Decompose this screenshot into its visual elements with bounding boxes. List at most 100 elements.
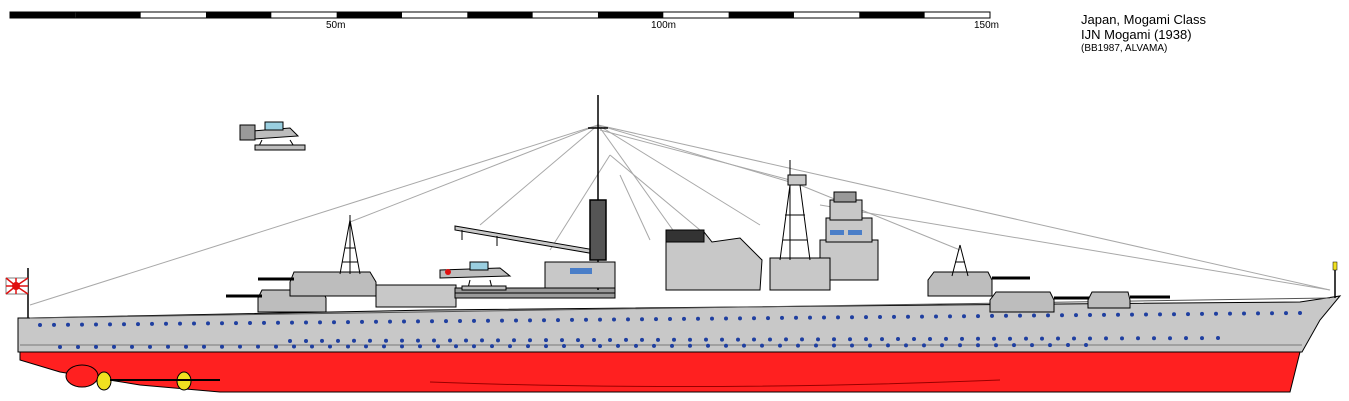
porthole — [464, 338, 468, 343]
porthole — [1072, 336, 1076, 341]
seaplane-icon — [439, 261, 512, 291]
porthole — [706, 343, 710, 348]
porthole — [616, 343, 620, 348]
porthole — [1298, 311, 1302, 315]
porthole — [220, 321, 224, 326]
porthole — [1256, 311, 1260, 316]
porthole — [108, 322, 112, 327]
porthole — [592, 338, 596, 343]
porthole — [310, 344, 314, 349]
portholes-upper-row — [38, 311, 1302, 327]
porthole — [400, 344, 404, 349]
porthole — [724, 343, 728, 348]
porthole — [528, 338, 532, 343]
porthole — [318, 320, 322, 325]
porthole — [496, 338, 500, 343]
porthole — [52, 322, 56, 327]
porthole — [1066, 343, 1070, 348]
porthole — [848, 337, 852, 342]
porthole — [928, 336, 932, 341]
scale-segment — [859, 12, 925, 18]
porthole — [944, 336, 948, 341]
ship-credit: (BB1987, ALVAMA) — [1081, 43, 1168, 54]
porthole — [432, 338, 436, 343]
porthole — [598, 343, 602, 348]
porthole — [922, 343, 926, 348]
porthole — [544, 338, 548, 343]
porthole — [1242, 311, 1246, 316]
porthole — [850, 343, 854, 348]
scale-segment — [10, 12, 76, 18]
porthole — [384, 338, 388, 343]
porthole — [58, 345, 62, 349]
porthole — [1284, 311, 1288, 316]
scale-segment — [336, 12, 402, 18]
porthole — [1186, 312, 1190, 317]
porthole — [822, 315, 826, 320]
porthole — [672, 337, 676, 342]
porthole — [38, 323, 42, 327]
porthole — [274, 344, 278, 349]
porthole — [290, 320, 294, 325]
catapult-deck — [454, 287, 616, 299]
porthole — [652, 343, 656, 348]
porthole — [682, 316, 686, 321]
porthole — [1270, 311, 1274, 316]
ship-class-title: Japan, Mogami Class — [1081, 12, 1206, 27]
porthole — [368, 338, 372, 343]
porthole — [990, 313, 994, 318]
lower-hull — [19, 351, 1301, 393]
porthole — [238, 344, 242, 349]
porthole — [336, 338, 340, 343]
porthole — [784, 337, 788, 342]
porthole — [262, 320, 266, 325]
forward-turrets — [927, 271, 1170, 313]
main-mast — [588, 95, 608, 290]
porthole — [892, 314, 896, 319]
jack-staff — [1332, 261, 1338, 298]
porthole — [1172, 312, 1176, 317]
porthole — [704, 337, 708, 342]
porthole — [668, 317, 672, 321]
porthole — [542, 318, 546, 323]
porthole — [166, 344, 170, 349]
porthole — [832, 337, 836, 342]
porthole — [436, 344, 440, 349]
porthole — [976, 343, 980, 348]
porthole — [612, 317, 616, 322]
ship-name-title: IJN Mogami (1938) — [1081, 27, 1192, 42]
ship-title-block: Japan, Mogami Class IJN Mogami (1938) (B… — [1081, 12, 1206, 55]
porthole — [904, 343, 908, 348]
porthole — [1184, 336, 1188, 341]
porthole — [640, 337, 644, 342]
porthole — [1116, 312, 1120, 317]
porthole — [448, 338, 452, 343]
porthole — [570, 317, 574, 322]
porthole — [206, 321, 210, 326]
porthole — [1120, 336, 1124, 341]
porthole — [364, 344, 368, 349]
porthole — [288, 339, 292, 343]
porthole — [868, 343, 872, 348]
porthole — [472, 344, 476, 349]
porthole — [556, 318, 560, 323]
rudder — [65, 364, 99, 388]
porthole — [1152, 336, 1156, 341]
porthole — [526, 344, 530, 349]
porthole — [796, 343, 800, 348]
porthole — [360, 319, 364, 324]
porthole — [220, 344, 224, 349]
porthole — [948, 314, 952, 319]
porthole — [896, 337, 900, 342]
porthole — [1024, 336, 1028, 341]
porthole — [500, 318, 504, 323]
porthole — [400, 338, 404, 343]
porthole — [416, 319, 420, 324]
porthole — [1074, 313, 1078, 318]
porthole — [1032, 313, 1036, 318]
porthole — [1216, 336, 1220, 341]
porthole — [1030, 343, 1034, 348]
seaplane-icon — [239, 121, 306, 151]
rigging-wires — [29, 124, 1331, 306]
porthole — [560, 338, 564, 343]
